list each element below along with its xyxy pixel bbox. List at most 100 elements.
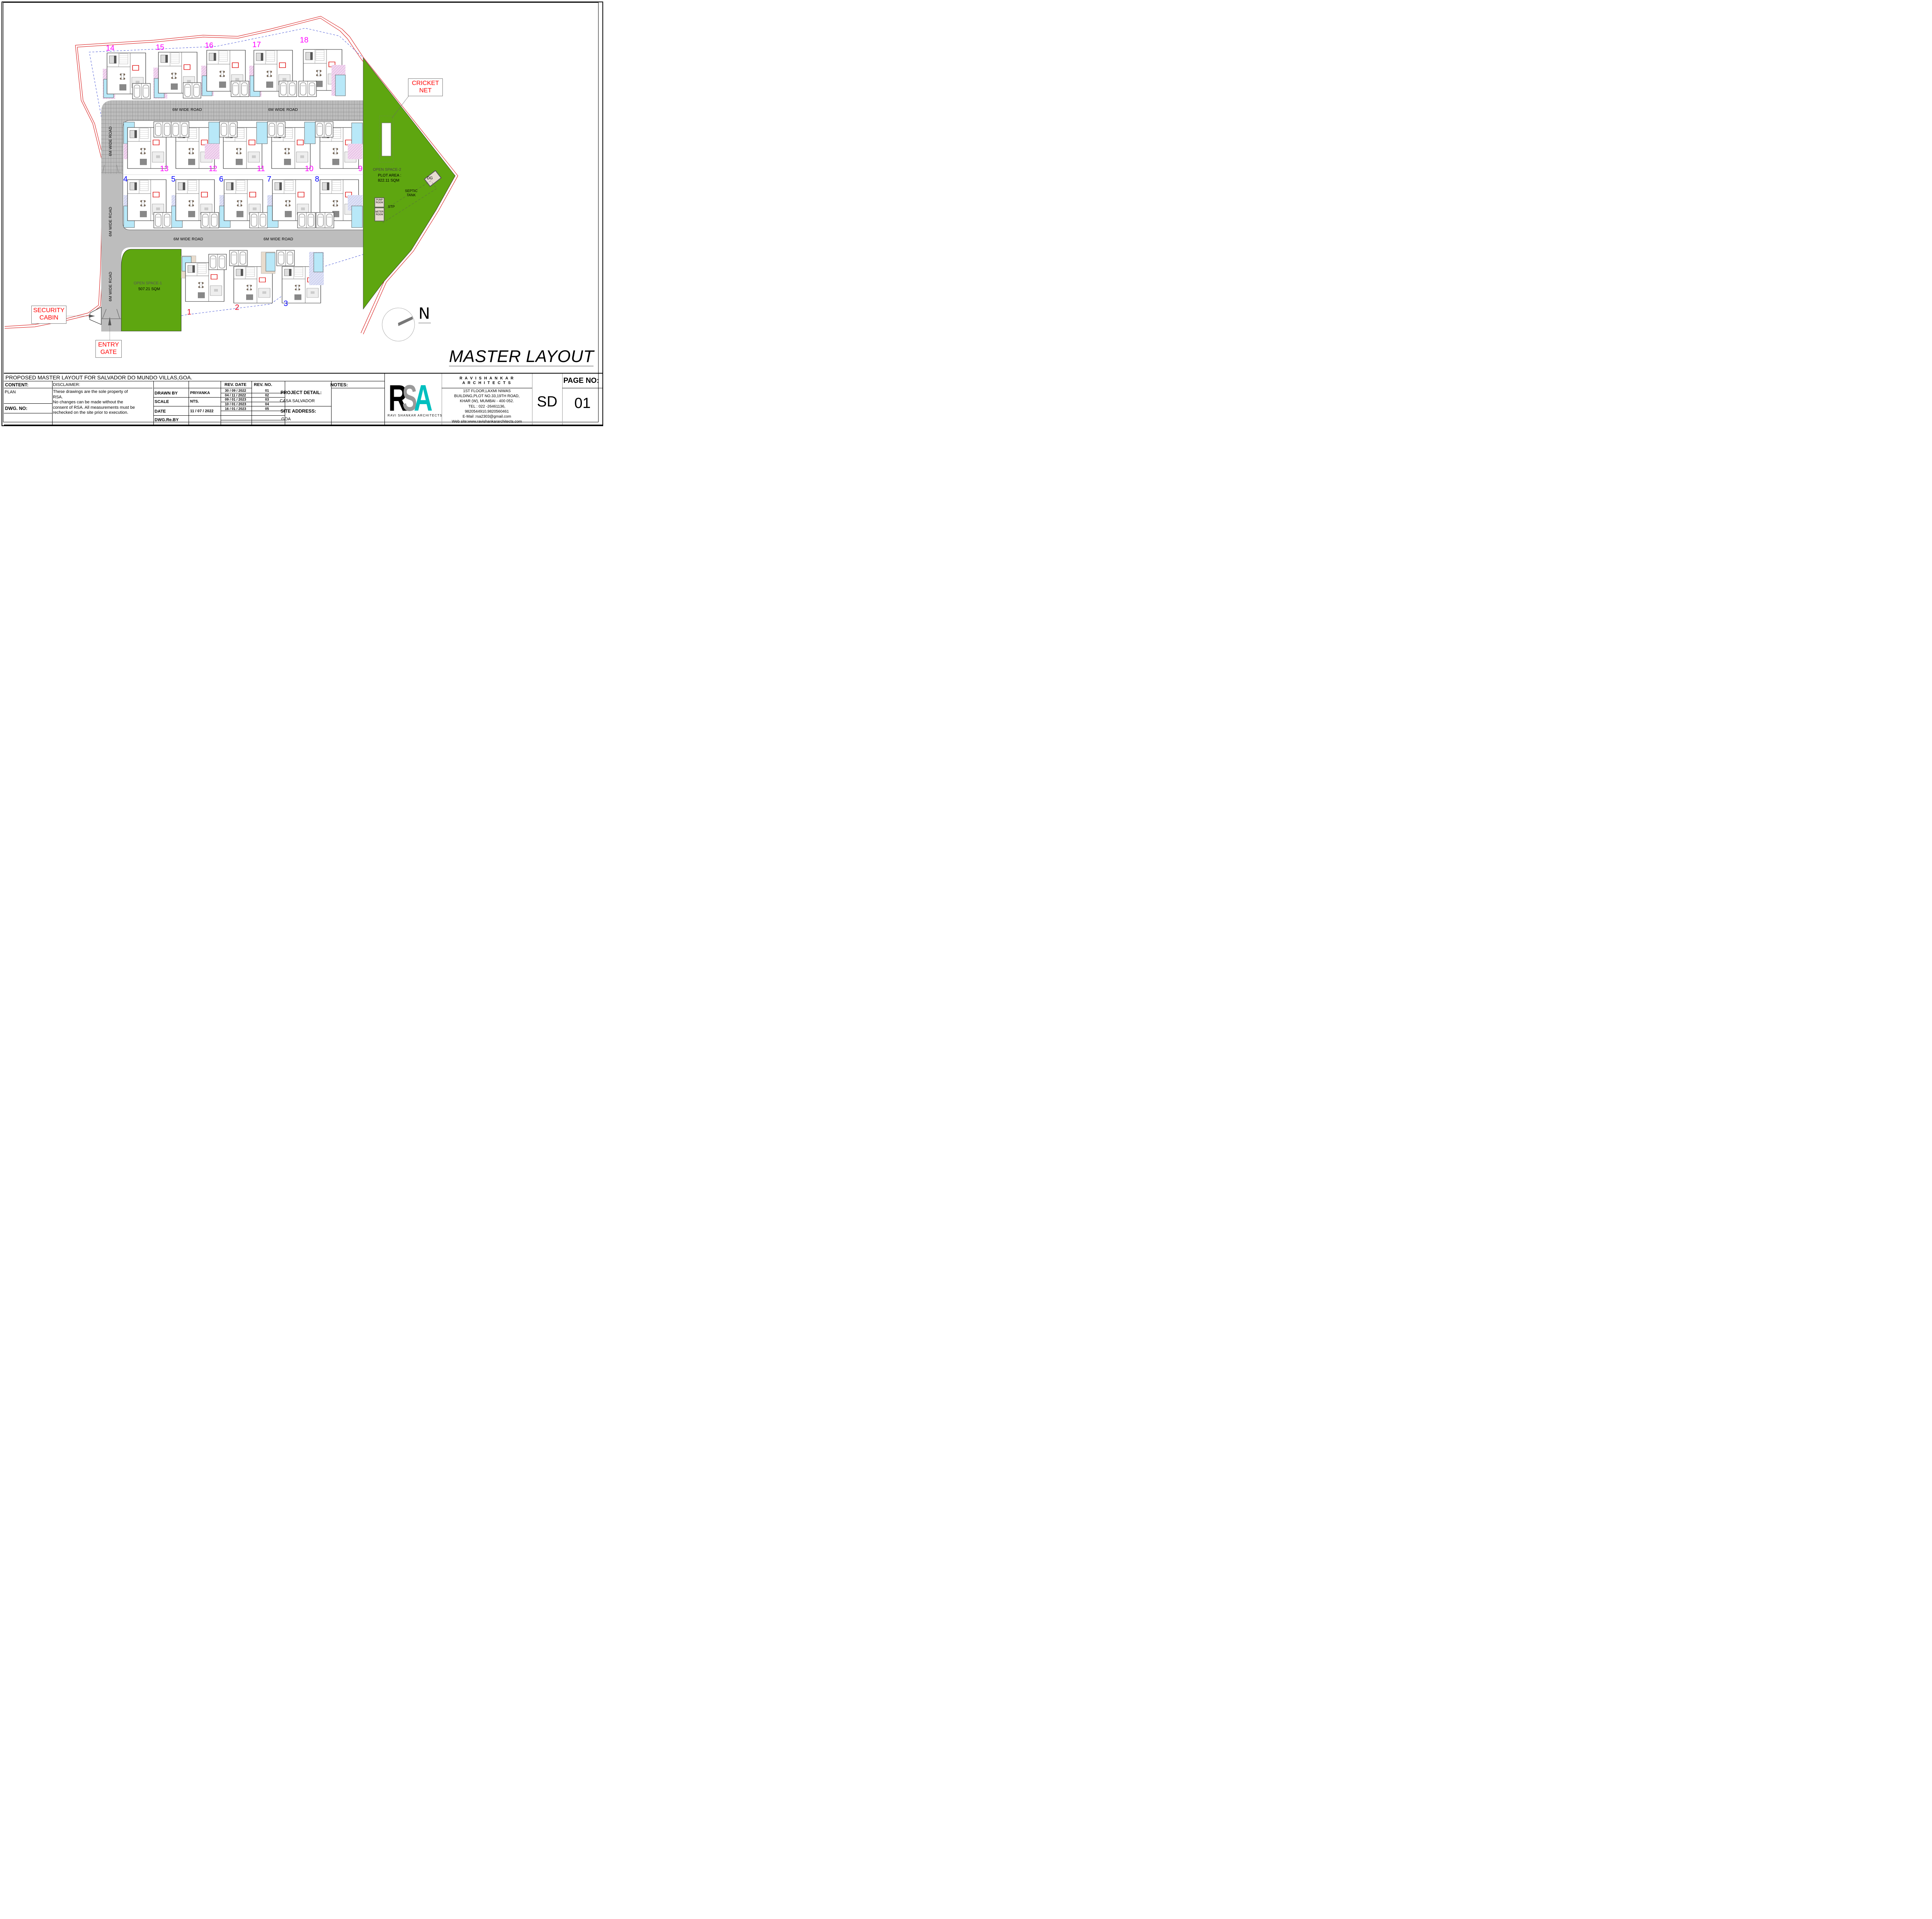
pump-room-line2: ROOM <box>376 202 383 204</box>
plot-number: 10 <box>305 165 314 173</box>
septic-tank-label: SEPTIC TANK <box>405 189 418 197</box>
plot-number: 11 <box>257 165 265 173</box>
rev-no: 02 <box>265 393 269 397</box>
rev-no-header: REV. NO. <box>254 382 272 387</box>
drawing-sheet-border <box>2 2 603 426</box>
dg-box <box>424 170 442 187</box>
entry-gate-line1: ENTRY <box>98 342 119 348</box>
open-space-1-area: 507.21 SQM <box>138 287 160 291</box>
site-address-value: GOA <box>281 417 291 422</box>
meter-room-box <box>374 207 384 221</box>
pump-room-box <box>374 197 384 207</box>
road-label-left-upper: 6M WIDE ROAD <box>109 126 113 156</box>
title-block-bottom-rule <box>4 425 603 426</box>
date-label: DATE <box>155 409 166 414</box>
scale-label: SCALE <box>155 399 169 404</box>
drawing-title: MASTER LAYOUT <box>449 347 594 366</box>
disclaimer-line: These drawings are the sole property of <box>53 389 128 394</box>
disclaimer-text: These drawings are the sole property of … <box>53 389 154 416</box>
cricket-net-line2: NET <box>419 87 432 94</box>
rsa-logo: R S A <box>388 377 438 419</box>
sheet-code: SD <box>537 394 558 410</box>
pump-room-line1: PUMP <box>376 199 383 201</box>
road-label-bottom-left: 6M WIDE ROAD <box>173 237 203 241</box>
road-label-left-lower: 6M WIDE ROAD <box>109 272 113 301</box>
plot-number: 6 <box>219 175 224 184</box>
firm-address-line: TEL : 022 -26461136, <box>468 404 505 409</box>
page-no-label: PAGE NO: <box>563 377 599 385</box>
site-plan <box>4 16 458 342</box>
rev-date-header: REV. DATE <box>224 382 247 387</box>
rev-date: 10 / 01 / 2023 <box>225 402 247 406</box>
firm-address-line: Web site:www.ravishankararchitects.com <box>452 420 522 424</box>
plot-number: 8 <box>315 175 320 184</box>
date-value: 11 / 07 / 2022 <box>190 409 214 413</box>
plot-number: 17 <box>252 41 261 49</box>
title-block: PROPOSED MASTER LAYOUT FOR SALVADOR DO M… <box>4 373 603 426</box>
disclaimer-line: No changes can be made without the <box>53 400 123 405</box>
open-space-2-area <box>363 57 456 310</box>
plot-number: 15 <box>156 43 165 52</box>
project-detail-label: PROJECT DETAIL: <box>281 390 322 395</box>
firm-address-line: BUILDING,PLOT NO.33,19TH ROAD, <box>454 394 520 399</box>
plot-number: 1 <box>187 308 192 316</box>
rev-no: 04 <box>265 402 269 406</box>
plot-number: 9 <box>358 165 363 173</box>
rev-date: 04 / 11 / 2022 <box>225 393 246 397</box>
plot-number: 18 <box>300 36 309 44</box>
north-arrow <box>382 308 431 342</box>
drawing-sheet-inner-border <box>3 2 599 422</box>
scale-value: NTS. <box>190 399 199 404</box>
logo-letter-s: S <box>402 377 417 419</box>
dg-label: DG <box>427 176 433 180</box>
dwg-no-label: DWG. NO: <box>5 406 27 411</box>
entry-gate-callout: ENTRY GATE <box>95 340 122 358</box>
page-no-value: 01 <box>574 395 591 411</box>
dwg-re-by-label: DWG.Re.BY <box>155 418 179 422</box>
security-cabin-line1: SECURITY <box>33 307 65 314</box>
notes-label: NOTES: <box>330 382 348 388</box>
road-label-top-left: 6M WIDE ROAD <box>172 108 202 112</box>
security-cabin-line2: CABIN <box>39 314 58 321</box>
content-value: PLAN <box>5 390 16 394</box>
firm-address: 1ST FLOOR,LAXMI NIWAS BUILDING,PLOT NO.3… <box>442 389 532 424</box>
firm-address-line: 1ST FLOOR,LAXMI NIWAS <box>463 389 511 393</box>
septic-tank-line2: TANK <box>406 193 416 197</box>
logo-letter-a: A <box>414 377 433 419</box>
plot-number: 7 <box>267 175 272 184</box>
open-space-1-area <box>121 249 182 331</box>
villa-row-top <box>103 49 346 99</box>
logo-letter-r: R <box>388 377 408 419</box>
firm-name-line2: A R C H I T E C T S <box>462 381 512 385</box>
rev-date: 16 / 01 / 2023 <box>225 407 247 411</box>
logo-caption: RAVI SHANKAR ARCHITECTS <box>388 414 442 417</box>
meter-room-label: METER ROOM <box>375 211 384 216</box>
security-cabin-callout: SECURITY CABIN <box>31 306 66 324</box>
open-space-2-area: 822.11 SQM <box>378 178 400 183</box>
firm-address-line: KHAR (W), MUMBAI - 400 052. <box>459 399 514 404</box>
villa-row-center-lower <box>123 179 363 228</box>
open-space-2-area-label: PLOT AREA : <box>378 173 401 178</box>
plot-number: 4 <box>123 175 128 184</box>
road-label-left-middle: 6M WIDE ROAD <box>109 207 113 236</box>
firm-address-line: E-Mail :rsa2303@gmail.com <box>463 415 511 419</box>
rev-no: 03 <box>265 398 269 401</box>
plot-number: 14 <box>106 44 115 53</box>
disclaimer-line: RSA. <box>53 394 63 399</box>
septic-tank-line1: SEPTIC <box>405 189 418 193</box>
villa-row-center-upper <box>123 121 363 169</box>
cricket-net-callout: CRICKET NET <box>408 78 443 96</box>
plot-number: 5 <box>171 175 176 184</box>
open-space-1-name: OPEN SPACE-1 <box>134 281 162 286</box>
road-label-top-right: 6M WIDE ROAD <box>268 108 298 112</box>
plot-number: 12 <box>209 165 218 173</box>
firm-name-line1: R A V I S H A N K A R <box>459 376 514 381</box>
project-detail-value: CASA SALVADOR <box>280 399 315 403</box>
site-address-label: SITE ADDRESS: <box>281 408 316 414</box>
plot-number: 2 <box>235 303 240 312</box>
rev-date: 09 / 01 / 2023 <box>225 398 247 401</box>
road-label-bottom-right: 6M WIDE ROAD <box>264 237 293 241</box>
open-space-2-name: OPEN SPACE-2 <box>373 168 401 172</box>
cricket-net <box>381 122 391 156</box>
plot-number: 13 <box>160 165 169 173</box>
